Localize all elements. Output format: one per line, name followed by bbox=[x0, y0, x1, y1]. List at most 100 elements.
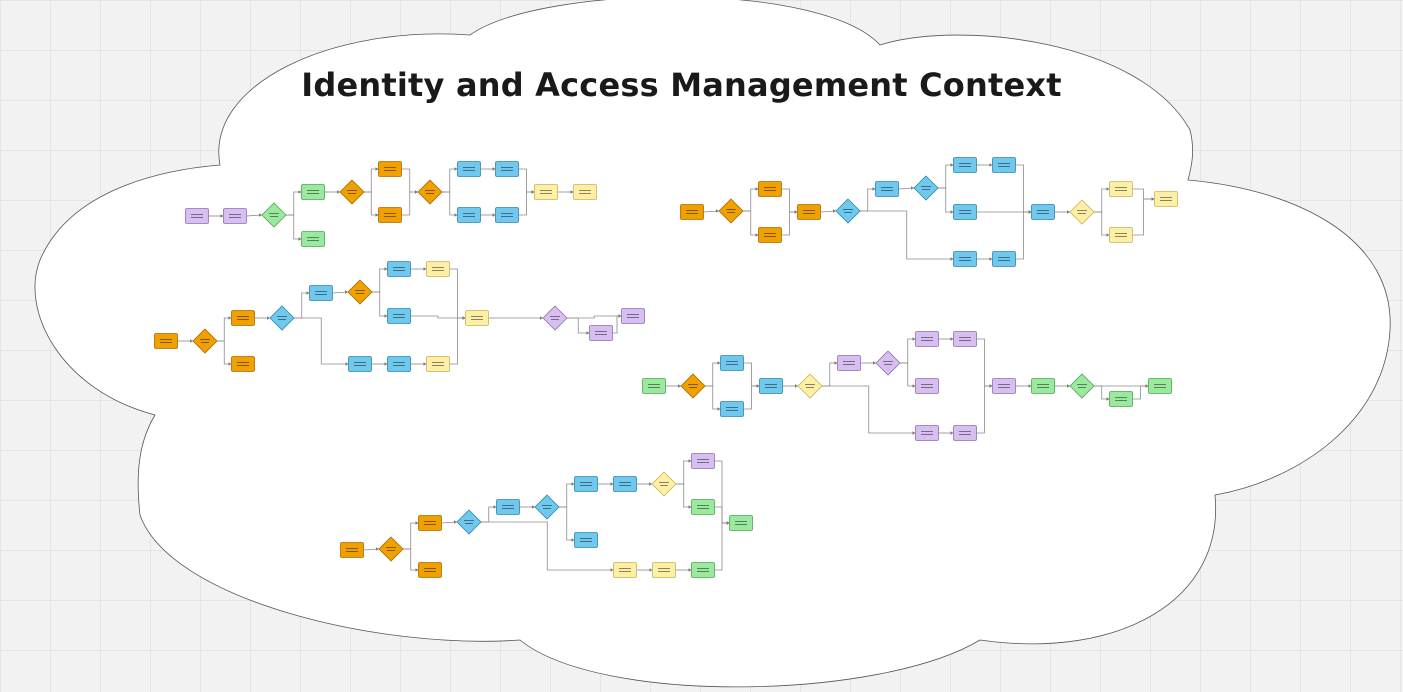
process-node[interactable] bbox=[729, 515, 753, 531]
decision-node[interactable] bbox=[680, 373, 706, 399]
process-node[interactable] bbox=[457, 207, 481, 223]
process-node[interactable] bbox=[495, 207, 519, 223]
process-node[interactable] bbox=[496, 499, 520, 515]
process-node[interactable] bbox=[613, 476, 637, 492]
connector-line[interactable] bbox=[743, 210, 759, 236]
process-node[interactable] bbox=[154, 333, 178, 349]
decision-node[interactable] bbox=[456, 509, 482, 535]
process-node[interactable] bbox=[1109, 181, 1133, 197]
process-node[interactable] bbox=[231, 310, 255, 326]
connector-line[interactable] bbox=[401, 191, 419, 216]
connector-line[interactable] bbox=[364, 191, 379, 216]
process-node[interactable] bbox=[759, 378, 783, 394]
connector-line[interactable] bbox=[976, 385, 993, 434]
connector-line[interactable] bbox=[481, 521, 614, 571]
connector-line[interactable] bbox=[294, 317, 349, 365]
process-node[interactable] bbox=[621, 308, 645, 324]
decision-node[interactable] bbox=[347, 279, 373, 305]
process-node[interactable] bbox=[223, 208, 247, 224]
process-node[interactable] bbox=[720, 401, 744, 417]
process-node[interactable] bbox=[691, 499, 715, 515]
process-node[interactable] bbox=[992, 378, 1016, 394]
process-node[interactable] bbox=[758, 227, 782, 243]
process-node[interactable] bbox=[837, 355, 861, 371]
connector-line[interactable] bbox=[567, 315, 622, 319]
connector-line[interactable] bbox=[410, 315, 466, 319]
connector-line[interactable] bbox=[705, 385, 721, 410]
decision-node[interactable] bbox=[339, 179, 365, 205]
process-node[interactable] bbox=[1031, 204, 1055, 220]
decision-node[interactable] bbox=[378, 536, 404, 562]
process-node[interactable] bbox=[426, 356, 450, 372]
process-node[interactable] bbox=[797, 204, 821, 220]
connector-line[interactable] bbox=[1015, 211, 1032, 260]
process-node[interactable] bbox=[953, 157, 977, 173]
process-node[interactable] bbox=[418, 515, 442, 531]
connector-line[interactable] bbox=[714, 522, 730, 571]
process-node[interactable] bbox=[301, 184, 325, 200]
process-node[interactable] bbox=[465, 310, 489, 326]
process-node[interactable] bbox=[378, 161, 402, 177]
connector-line[interactable] bbox=[518, 191, 535, 216]
process-node[interactable] bbox=[231, 356, 255, 372]
process-node[interactable] bbox=[185, 208, 209, 224]
process-node[interactable] bbox=[1109, 391, 1133, 407]
decision-node[interactable] bbox=[1069, 199, 1095, 225]
process-node[interactable] bbox=[387, 308, 411, 324]
process-node[interactable] bbox=[1109, 227, 1133, 243]
process-node[interactable] bbox=[309, 285, 333, 301]
process-node[interactable] bbox=[720, 355, 744, 371]
process-node[interactable] bbox=[1031, 378, 1055, 394]
process-node[interactable] bbox=[613, 562, 637, 578]
process-node[interactable] bbox=[378, 207, 402, 223]
connector-line[interactable] bbox=[900, 362, 916, 387]
process-node[interactable] bbox=[418, 562, 442, 578]
connector-line[interactable] bbox=[559, 506, 575, 541]
process-node[interactable] bbox=[387, 356, 411, 372]
process-node[interactable] bbox=[953, 331, 977, 347]
process-node[interactable] bbox=[301, 231, 325, 247]
connector-line[interactable] bbox=[743, 385, 760, 410]
process-node[interactable] bbox=[680, 204, 704, 220]
connector-line[interactable] bbox=[372, 291, 388, 317]
process-node[interactable] bbox=[387, 261, 411, 277]
decision-node[interactable] bbox=[542, 305, 568, 331]
process-node[interactable] bbox=[691, 562, 715, 578]
process-node[interactable] bbox=[642, 378, 666, 394]
process-node[interactable] bbox=[875, 181, 899, 197]
connector-line[interactable] bbox=[781, 211, 798, 236]
decision-node[interactable] bbox=[269, 305, 295, 331]
process-node[interactable] bbox=[915, 378, 939, 394]
decision-node[interactable] bbox=[835, 198, 861, 224]
connector-line[interactable] bbox=[938, 187, 954, 213]
process-node[interactable] bbox=[953, 204, 977, 220]
connector-line[interactable] bbox=[449, 317, 466, 365]
decision-node[interactable] bbox=[797, 373, 823, 399]
process-node[interactable] bbox=[534, 184, 558, 200]
process-node[interactable] bbox=[495, 161, 519, 177]
process-node[interactable] bbox=[758, 181, 782, 197]
decision-node[interactable] bbox=[417, 179, 443, 205]
decision-node[interactable] bbox=[913, 175, 939, 201]
decision-node[interactable] bbox=[651, 471, 677, 497]
connector-line[interactable] bbox=[403, 548, 419, 571]
process-node[interactable] bbox=[457, 161, 481, 177]
process-node[interactable] bbox=[953, 425, 977, 441]
process-node[interactable] bbox=[348, 356, 372, 372]
process-node[interactable] bbox=[589, 325, 613, 341]
process-node[interactable] bbox=[1154, 191, 1178, 207]
decision-node[interactable] bbox=[534, 494, 560, 520]
process-node[interactable] bbox=[652, 562, 676, 578]
process-node[interactable] bbox=[573, 184, 597, 200]
decision-node[interactable] bbox=[875, 350, 901, 376]
connector-line[interactable] bbox=[217, 340, 232, 365]
process-node[interactable] bbox=[340, 542, 364, 558]
process-node[interactable] bbox=[915, 425, 939, 441]
decision-node[interactable] bbox=[192, 328, 218, 354]
connector-line[interactable] bbox=[822, 385, 916, 434]
process-node[interactable] bbox=[992, 251, 1016, 267]
process-node[interactable] bbox=[574, 532, 598, 548]
connector-line[interactable] bbox=[286, 214, 302, 240]
process-node[interactable] bbox=[915, 331, 939, 347]
decision-node[interactable] bbox=[1069, 373, 1095, 399]
